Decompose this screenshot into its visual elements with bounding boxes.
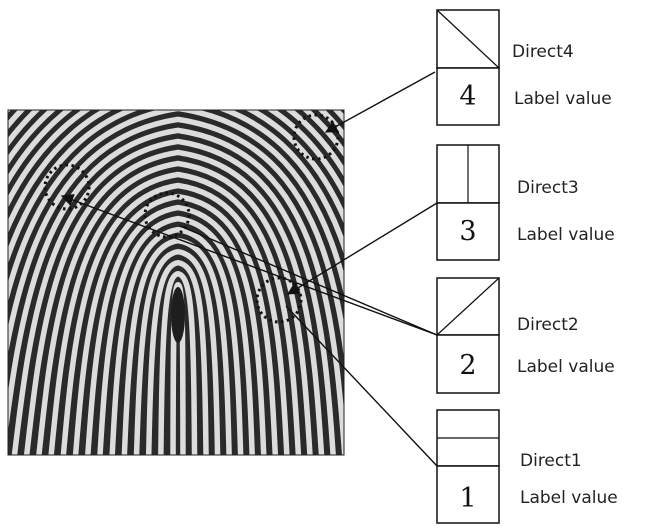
- ridge-line: [85, 204, 267, 455]
- direction-diagonal-down-icon: [436, 9, 500, 69]
- arrow-direct2-a: [60, 194, 438, 336]
- connectors: [60, 71, 438, 467]
- arrow-direct4: [324, 71, 436, 133]
- ridge-line: [8, 127, 344, 455]
- direct-label: Direct3: [517, 178, 579, 198]
- ridge-line: [158, 270, 198, 455]
- region-upper-left: [43, 163, 91, 211]
- ridge-line: [121, 237, 232, 455]
- direction-diagonal-up-icon: [436, 277, 500, 336]
- panel-number: 2: [459, 350, 476, 381]
- ridge-line: [11, 138, 336, 455]
- line-direct1: [285, 305, 438, 467]
- panel-direct2: 2 Direct2 Label value: [436, 277, 615, 394]
- panel-direct4: 4 Direct4 Label value: [436, 9, 612, 126]
- ridge-line: [97, 215, 255, 455]
- label-value: Label value: [517, 357, 615, 377]
- label-value: Label value: [517, 225, 615, 245]
- ridge-line: [8, 116, 344, 359]
- panel-direct1: 1 Direct1 Label value: [436, 409, 618, 524]
- ridge-line: [109, 226, 244, 455]
- ridge-line: [133, 248, 221, 455]
- panel-number: 4: [459, 81, 476, 112]
- direct-label: Direct4: [512, 42, 574, 62]
- ridge-line: [48, 171, 302, 455]
- label-value: Label value: [514, 89, 612, 109]
- fingerprint-core: [171, 287, 185, 343]
- panel-direct3: 3 Direct3 Label value: [436, 144, 615, 261]
- direct-label: Direct1: [520, 451, 582, 471]
- fingerprint-image: [7, 109, 345, 456]
- ridge-line: [23, 149, 325, 455]
- region-upper-center: [143, 191, 191, 239]
- label-value: Label value: [520, 488, 618, 508]
- region-upper-right: [292, 113, 340, 161]
- line-direct2-b: [179, 225, 438, 336]
- direct-label: Direct2: [517, 315, 579, 335]
- panel-number: 3: [459, 216, 476, 247]
- region-middle-right: [255, 276, 303, 324]
- ridge-line: [170, 281, 186, 455]
- panel-number: 1: [459, 483, 476, 514]
- ridge-line: [36, 160, 313, 455]
- arrow-direct3: [286, 202, 438, 295]
- ridge-line: [60, 182, 290, 455]
- ridge-line: [145, 259, 209, 455]
